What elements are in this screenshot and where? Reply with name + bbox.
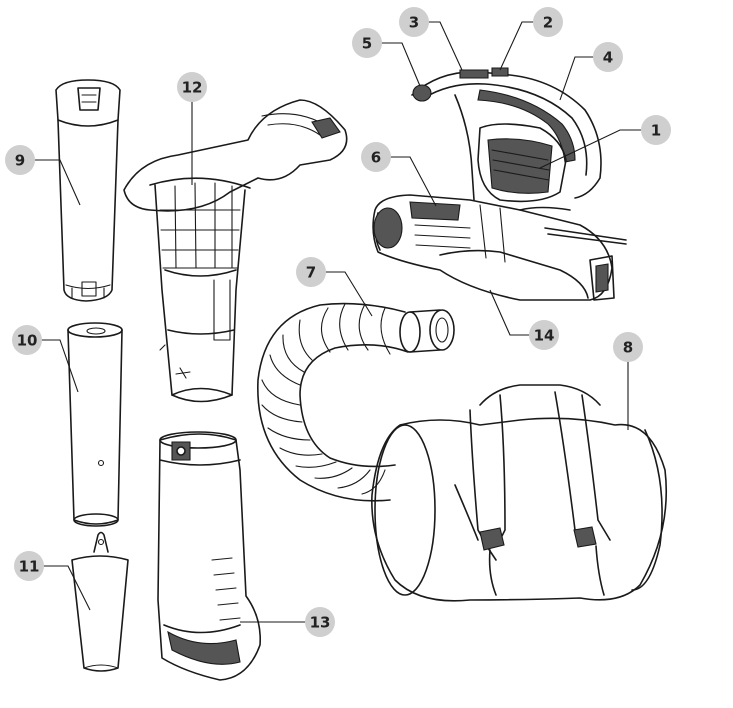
callout-14-label: 14	[534, 327, 555, 345]
callout-5: 5	[352, 28, 382, 58]
callout-7-label: 7	[306, 264, 316, 282]
callout-14: 14	[529, 320, 559, 350]
callout-6: 6	[361, 142, 391, 172]
part-12-vacuum-tube	[123, 99, 348, 403]
part-8-collection-bag	[371, 384, 668, 602]
leader-lines	[32, 21, 641, 623]
callout-11-label: 11	[19, 558, 40, 576]
callout-1: 1	[641, 115, 671, 145]
callout-8: 8	[613, 332, 643, 362]
part-7-hose	[257, 302, 455, 502]
callout-10-label: 10	[17, 332, 38, 350]
part-9-blower-tube	[55, 79, 121, 302]
callout-3-label: 3	[409, 14, 419, 32]
callout-13-label: 13	[310, 614, 331, 632]
callout-12-label: 12	[182, 79, 203, 97]
part-11-nozzle	[71, 531, 129, 672]
blower-main-body	[372, 67, 627, 301]
callout-6-label: 6	[371, 149, 381, 167]
callout-4: 4	[593, 42, 623, 72]
callout-1-label: 1	[651, 122, 661, 140]
callout-2: 2	[533, 7, 563, 37]
part-13-lower-tube	[157, 431, 262, 681]
callout-10: 10	[12, 325, 42, 355]
callout-9: 9	[5, 145, 35, 175]
callout-8-label: 8	[623, 339, 633, 357]
part-10-extension-tube	[67, 322, 123, 527]
callout-5-label: 5	[362, 35, 372, 53]
callout-2-label: 2	[543, 14, 553, 32]
callout-12: 12	[177, 72, 207, 102]
callout-4-label: 4	[603, 49, 613, 67]
callout-9-label: 9	[15, 152, 25, 170]
callout-3: 3	[399, 7, 429, 37]
callout-7: 7	[296, 257, 326, 287]
callout-13: 13	[305, 607, 335, 637]
callout-11: 11	[14, 551, 44, 581]
